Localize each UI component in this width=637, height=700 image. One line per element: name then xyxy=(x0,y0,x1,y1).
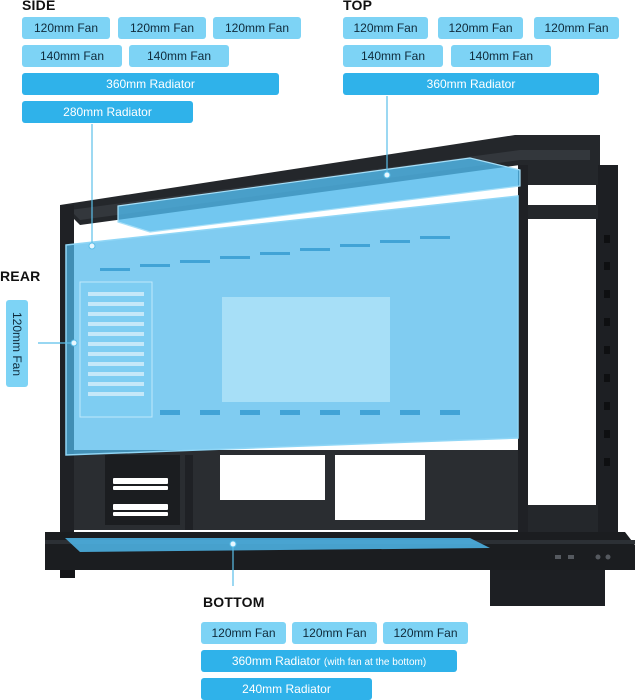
bottom-radiator-240: 240mm Radiator xyxy=(201,678,372,700)
top-fan-120-3: 120mm Fan xyxy=(534,17,619,39)
side-title: SIDE xyxy=(22,0,56,13)
side-radiator-overlay xyxy=(65,195,519,456)
rear-title: REAR xyxy=(0,268,41,284)
side-fan-120-2: 120mm Fan xyxy=(118,17,206,39)
bottom-fan-120-3: 120mm Fan xyxy=(383,622,468,644)
side-fan-120-3: 120mm Fan xyxy=(213,17,301,39)
top-title: TOP xyxy=(343,0,373,13)
rear-fan-120: 120mm Fan xyxy=(6,300,28,387)
rear-fan-overlay xyxy=(79,281,153,418)
leader-dots xyxy=(70,171,391,548)
bottom-title: BOTTOM xyxy=(203,594,265,610)
bottom-fan-120-1: 120mm Fan xyxy=(201,622,286,644)
side-radiator-360: 360mm Radiator xyxy=(22,73,279,95)
side-fan-120-1: 120mm Fan xyxy=(22,17,110,39)
top-fan-140-2: 140mm Fan xyxy=(451,45,551,67)
top-fan-140-1: 140mm Fan xyxy=(343,45,443,67)
side-fan-140-1: 140mm Fan xyxy=(22,45,122,67)
top-radiator-360: 360mm Radiator xyxy=(343,73,599,95)
bottom-radiator-360-label: 360mm Radiator xyxy=(231,654,321,668)
bottom-radiator-360: 360mm Radiator (with fan at the bottom) xyxy=(201,650,457,672)
leader-lines xyxy=(38,96,388,586)
bottom-fan-120-2: 120mm Fan xyxy=(292,622,377,644)
bottom-radiator-360-note: (with fan at the bottom) xyxy=(323,657,427,668)
side-radiator-280: 280mm Radiator xyxy=(22,101,193,123)
rear-fan-120-label: 120mm Fan xyxy=(10,311,24,376)
bottom-radiator-overlay xyxy=(65,538,490,552)
top-fan-120-2: 120mm Fan xyxy=(438,17,523,39)
side-fan-140-2: 140mm Fan xyxy=(129,45,229,67)
top-radiator-overlay xyxy=(117,157,521,233)
top-fan-120-1: 120mm Fan xyxy=(343,17,428,39)
